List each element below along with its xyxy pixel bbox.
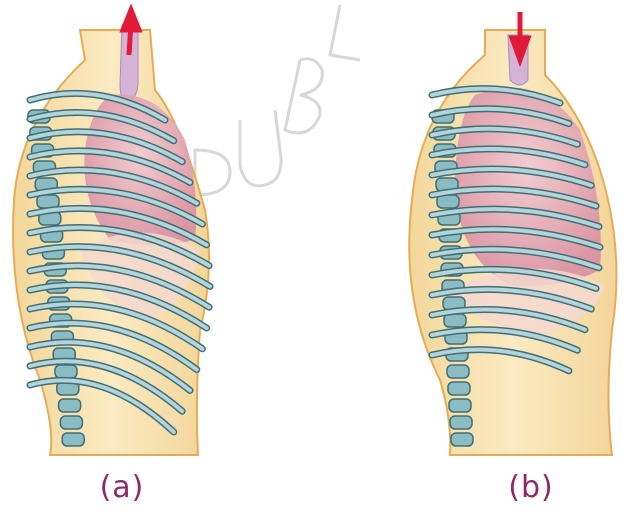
vertebra (37, 195, 59, 208)
vertebra (450, 416, 472, 429)
vertebra (62, 433, 84, 446)
watermark (195, 5, 360, 220)
caption-b: (b) (491, 468, 571, 508)
vertebra (448, 382, 470, 395)
vertebra (55, 365, 77, 378)
vertebra (444, 314, 466, 327)
vertebra (59, 399, 81, 412)
vertebra (449, 399, 471, 412)
vertebra (451, 433, 473, 446)
caption-a: (a) (82, 468, 162, 508)
vertebra (447, 365, 469, 378)
vertebra (60, 416, 82, 429)
panel-a-ribcage-exhale (13, 10, 210, 455)
panel-b-ribcage-inhale (409, 12, 616, 455)
